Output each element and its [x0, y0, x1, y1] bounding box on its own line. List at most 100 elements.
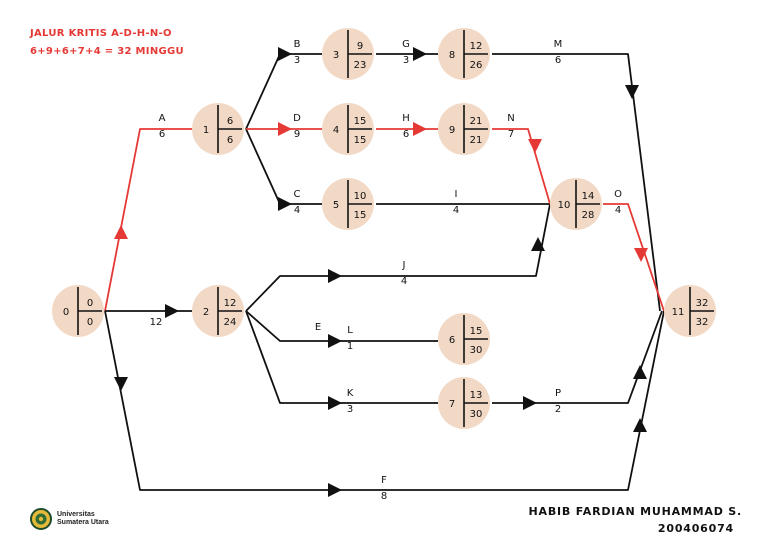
arrowhead-icon — [625, 85, 639, 99]
node-number: 1 — [203, 125, 209, 136]
node-earliest: 0 — [87, 298, 93, 309]
node-latest: 6 — [227, 135, 233, 146]
activity-b — [245, 47, 322, 130]
node-number: 9 — [449, 125, 455, 136]
node-latest: 28 — [582, 210, 595, 221]
activity-m — [492, 53, 661, 312]
activity-name: H — [402, 113, 410, 124]
activity-duration: 9 — [294, 129, 300, 140]
activity-a — [104, 128, 192, 312]
activity-duration: 4 — [615, 205, 621, 216]
arrowhead-icon — [523, 396, 537, 410]
activity-name: I — [455, 189, 458, 200]
activity-duration: 2 — [555, 404, 561, 415]
activity-duration: 6 — [159, 129, 165, 140]
node-earliest: 21 — [470, 116, 483, 127]
activity-name: M — [554, 39, 563, 50]
activity-duration: 7 — [508, 129, 514, 140]
activity-name: N — [507, 113, 514, 124]
arrowhead-icon — [328, 396, 342, 410]
activity-duration: 6 — [555, 55, 561, 66]
author-id: 200406074 — [657, 522, 734, 535]
arrowhead-icon — [633, 365, 647, 379]
node-latest: 15 — [354, 210, 367, 221]
node-number: 10 — [558, 200, 571, 211]
activity-name: C — [294, 189, 301, 200]
activity-name: A — [159, 113, 166, 124]
activity-name: D — [293, 113, 301, 124]
event-node-3: 3 9 23 — [322, 28, 374, 80]
arrowhead-icon — [114, 377, 128, 391]
node-number: 7 — [449, 399, 455, 410]
activity-n — [492, 128, 551, 205]
activity-name: L — [347, 325, 353, 336]
node-latest: 0 — [87, 317, 93, 328]
arrowhead-icon — [633, 418, 647, 432]
activity-name: O — [614, 189, 622, 200]
node-latest: 24 — [224, 317, 237, 328]
activity-duration: 3 — [347, 404, 353, 415]
node-latest: 32 — [696, 317, 709, 328]
node-earliest: 9 — [357, 41, 363, 52]
arrowhead-icon — [531, 237, 545, 251]
arrowhead-icon — [634, 248, 648, 262]
critical-path-title: JALUR KRITIS A-D-H-N-O — [30, 28, 172, 39]
activity-duration: 4 — [453, 205, 459, 216]
activity-h — [376, 122, 438, 136]
arrowhead-icon — [165, 304, 179, 318]
node-number: 8 — [449, 50, 455, 61]
activity-d — [246, 122, 322, 136]
node-number: 0 — [63, 307, 69, 318]
activity-c — [245, 128, 322, 211]
arrowhead-icon — [328, 269, 342, 283]
node-earliest: 15 — [470, 326, 483, 337]
activity-arrows — [104, 47, 665, 497]
logo-line-1: Universitas — [57, 511, 95, 518]
activity-duration: 3 — [403, 55, 409, 66]
activity-p — [492, 310, 663, 410]
activity-duration: 6 — [403, 129, 409, 140]
node-earliest: 15 — [354, 116, 367, 127]
node-number: 6 — [449, 335, 455, 346]
node-number: 4 — [333, 125, 339, 136]
event-node-7: 7 13 30 — [438, 377, 490, 429]
university-logo: Universitas Sumatera Utara — [30, 508, 109, 530]
activity-name: B — [294, 39, 301, 50]
event-node-0: 0 0 0 — [52, 285, 104, 337]
activity-f — [104, 310, 665, 497]
logo-line-2: Sumatera Utara — [57, 519, 109, 526]
critical-path-sum: 6+9+6+7+4 = 32 MINGGU — [30, 46, 184, 57]
node-number: 2 — [203, 307, 209, 318]
node-latest: 23 — [354, 60, 367, 71]
activity-o — [603, 203, 665, 312]
activity-l — [245, 310, 438, 348]
node-earliest: 14 — [582, 191, 595, 202]
activity-duration: 8 — [381, 491, 387, 502]
node-latest: 30 — [470, 409, 483, 420]
node-earliest: 13 — [470, 390, 483, 401]
node-number: 3 — [333, 50, 339, 61]
activity-name: G — [402, 39, 410, 50]
activity-name: F — [381, 475, 387, 486]
event-node-4: 4 15 15 — [322, 103, 374, 155]
activity-duration: 3 — [294, 55, 300, 66]
activity-name: P — [555, 388, 561, 399]
node-earliest: 6 — [227, 116, 233, 127]
activity-duration: 4 — [401, 276, 407, 287]
node-earliest: 12 — [224, 298, 237, 309]
node-latest: 15 — [354, 135, 367, 146]
activity-duration: 1 — [347, 341, 353, 352]
node-latest: 21 — [470, 135, 483, 146]
activity-g — [376, 47, 438, 61]
arrowhead-icon — [278, 197, 292, 211]
node-latest: 30 — [470, 345, 483, 356]
activity-duration: 12 — [150, 317, 163, 328]
event-node-6: 6 15 30 — [438, 313, 490, 365]
node-number: 5 — [333, 200, 339, 211]
arrowhead-icon — [278, 122, 292, 136]
activity-duration: 4 — [294, 205, 300, 216]
